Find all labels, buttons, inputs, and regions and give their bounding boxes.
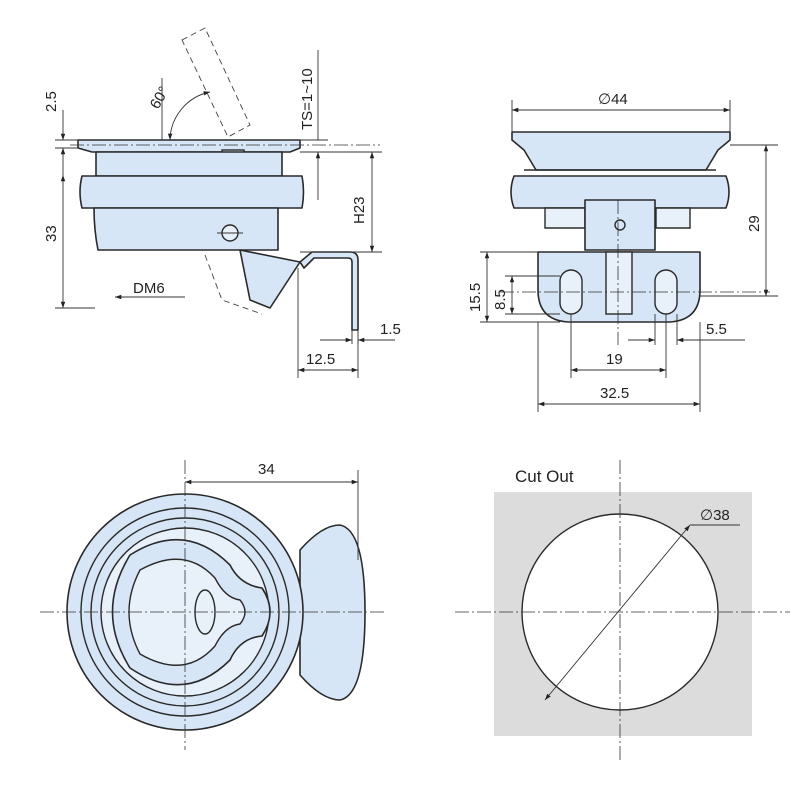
bracket bbox=[299, 251, 359, 331]
screw-left bbox=[544, 207, 586, 229]
bracket-lobe bbox=[299, 524, 366, 701]
cutout-view: Cut Out ∅38 bbox=[455, 460, 790, 760]
dim-panel-thickness: TS=1~10 bbox=[299, 68, 316, 130]
dim-top-flange: 2.5 bbox=[43, 91, 60, 112]
front-clamp-ring bbox=[510, 175, 730, 209]
dim-bracket-thickness: 1.5 bbox=[380, 321, 401, 338]
front-flange bbox=[511, 131, 731, 171]
dim-5-5: 5.5 bbox=[706, 321, 727, 338]
dim-front-diameter: ∅44 bbox=[598, 91, 628, 108]
front-pin bbox=[614, 219, 626, 231]
front-tongue bbox=[605, 251, 633, 315]
pull-ring-inner bbox=[128, 558, 246, 666]
lower-body bbox=[93, 207, 279, 251]
clamp-ring bbox=[79, 175, 305, 209]
dim-thread: DM6 bbox=[133, 280, 165, 297]
dim-h23: H23 bbox=[351, 196, 368, 224]
dim-15-5: 15.5 bbox=[467, 283, 484, 312]
dim-bracket-width: 12.5 bbox=[306, 351, 335, 368]
lifted-handle-outline bbox=[181, 27, 251, 138]
dim-32-5: 32.5 bbox=[600, 385, 629, 402]
top-flange bbox=[77, 139, 301, 153]
dim-top-width: 34 bbox=[258, 461, 275, 478]
dim-cutout-diameter: ∅38 bbox=[700, 507, 730, 524]
dim-19: 19 bbox=[606, 351, 623, 368]
dim-height: 33 bbox=[43, 225, 60, 242]
top-view: 34 bbox=[40, 460, 385, 750]
latch-tongue bbox=[239, 249, 301, 309]
dim-angle: 60° bbox=[147, 84, 173, 112]
front-view: ∅44 29 15.5 8.5 5.5 19 32.5 bbox=[467, 91, 778, 412]
side-view: 2.5 33 60° TS=1~10 H23 DM6 1.5 12.5 bbox=[43, 27, 401, 378]
front-stem bbox=[584, 199, 656, 251]
cutout-title: Cut Out bbox=[515, 467, 574, 486]
screw-right bbox=[655, 207, 691, 229]
dim-8-5: 8.5 bbox=[492, 289, 509, 310]
dim-front-height: 29 bbox=[746, 215, 763, 232]
body-housing bbox=[95, 151, 283, 177]
